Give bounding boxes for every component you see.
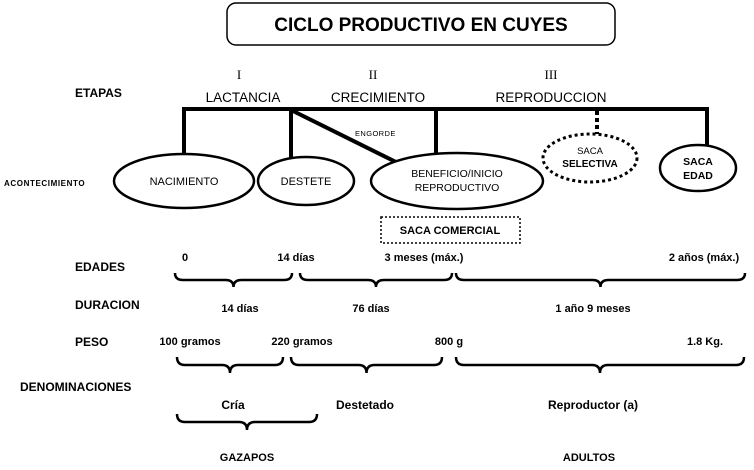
duracion-14-dias: 14 días — [221, 303, 258, 315]
edad-14-dias: 14 días — [277, 252, 314, 264]
denominacion-reproductor: Reproductor (a) — [548, 398, 638, 412]
event-destete — [256, 155, 356, 207]
brace-duracion-2 — [298, 272, 454, 288]
brace-denom-1 — [175, 356, 285, 374]
event-saca-selectiva — [541, 132, 639, 184]
event-saca-selectiva-line1: SACA — [577, 146, 604, 157]
engorde-line — [290, 108, 403, 167]
row-label-acontecimiento: ACONTECIMIENTO — [4, 179, 85, 188]
edad-0: 0 — [182, 252, 188, 264]
event-saca-edad-line1: SACA — [683, 156, 713, 168]
brace-denom-2 — [289, 356, 444, 374]
event-beneficio-line1: BENEFICIO/INICIO — [411, 168, 503, 180]
engorde-label: ENGORDE — [355, 129, 396, 138]
peso-800-g: 800 g — [435, 336, 463, 348]
row-label-duracion: DURACION — [75, 298, 140, 312]
stage-name-crecimiento: CRECIMIENTO — [331, 90, 425, 105]
peso-220-gramos: 220 gramos — [271, 336, 332, 348]
denominacion-cria: Cría — [221, 398, 245, 412]
event-destete-label: DESTETE — [281, 176, 332, 188]
saca-comercial-box — [380, 216, 521, 244]
row-label-peso: PESO — [75, 335, 108, 349]
grupo-adultos: ADULTOS — [563, 452, 615, 464]
brace-duracion-1 — [173, 272, 294, 288]
event-nacimiento-label: NACIMIENTO — [150, 176, 219, 188]
edad-3-meses: 3 meses (máx.) — [385, 252, 464, 264]
brace-duracion-3 — [454, 272, 747, 288]
peso-100-gramos: 100 gramos — [159, 336, 220, 348]
peso-1-8-kg: 1.8 Kg. — [687, 336, 723, 348]
diagram-title: CICLO PRODUCTIVO EN CUYES — [274, 15, 567, 36]
denominacion-destetado: Destetado — [336, 398, 394, 412]
stage-name-reproduccion: REPRODUCCION — [495, 90, 606, 105]
duracion-1-ano-9-meses: 1 año 9 meses — [555, 303, 630, 315]
title-box — [226, 2, 616, 46]
stage-name-lactancia: LACTANCIA — [206, 90, 281, 105]
event-saca-edad — [658, 143, 738, 193]
row-label-edades: EDADES — [75, 260, 125, 274]
stage-numeral-3: III — [545, 67, 558, 82]
edad-2-anos: 2 años (máx.) — [669, 252, 740, 264]
grupo-gazapos: GAZAPOS — [220, 452, 274, 464]
duracion-76-dias: 76 días — [352, 303, 389, 315]
stage-numeral-1: I — [237, 67, 241, 82]
row-label-denominaciones: DENOMINACIONES — [20, 380, 131, 394]
event-nacimiento — [112, 152, 256, 210]
stage-timeline — [182, 107, 709, 167]
event-saca-edad-line2: EDAD — [683, 170, 713, 182]
brace-denom-3 — [454, 356, 746, 374]
event-beneficio — [369, 151, 545, 211]
row-label-etapas: ETAPAS — [75, 86, 122, 100]
event-saca-selectiva-line2: SELECTIVA — [562, 159, 617, 170]
brackets — [173, 272, 747, 431]
stage-numeral-2: II — [369, 67, 378, 82]
brace-grupo-1 — [175, 413, 319, 431]
event-beneficio-line2: REPRODUCTIVO — [415, 182, 500, 194]
saca-comercial-label: SACA COMERCIAL — [400, 225, 501, 237]
